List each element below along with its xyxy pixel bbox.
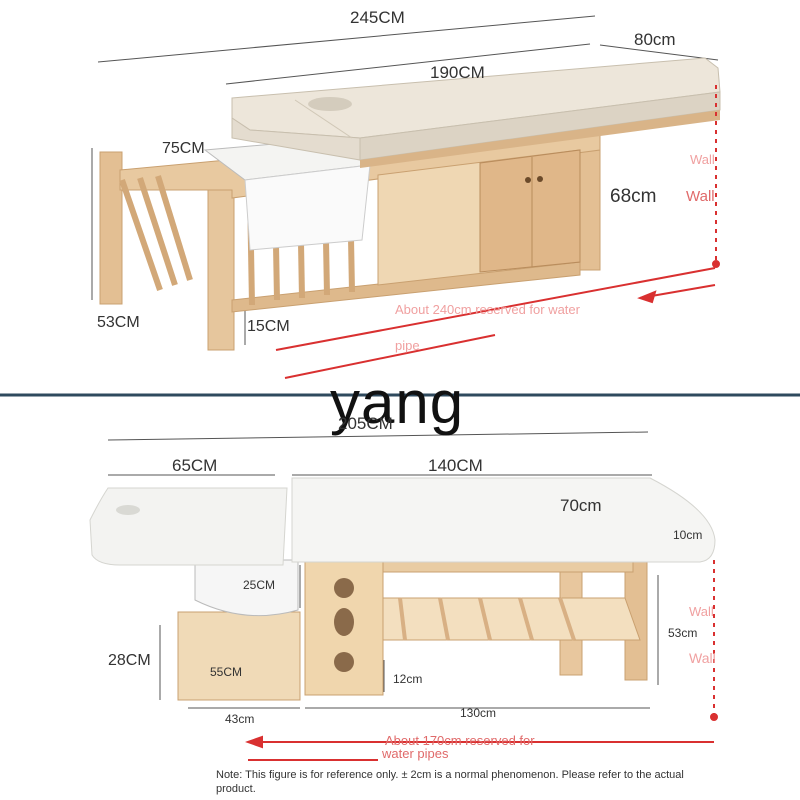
top-clearance: 15CM xyxy=(247,318,290,335)
footer-note: Note: This figure is for reference only.… xyxy=(216,769,684,795)
bottom-bed-frame xyxy=(89,477,716,701)
bottom-frame-length: 130cm xyxy=(460,706,497,720)
bottom-overall-length: 205CM xyxy=(338,414,393,433)
bottom-leg-height: 53cm xyxy=(668,626,698,640)
top-side-height: 53CM xyxy=(97,314,140,331)
bottom-base-height: 28CM xyxy=(108,652,151,669)
bottom-clearance: 12cm xyxy=(393,672,423,686)
bottom-basin-depth: 25CM xyxy=(243,578,276,592)
top-pipe-note-line1: About 240cm reserved for water xyxy=(395,302,580,317)
top-overall-length: 245CM xyxy=(350,8,405,27)
top-height: 68cm xyxy=(610,186,657,207)
bottom-base-length: 43cm xyxy=(225,712,255,726)
bottom-body-section: 140CM xyxy=(428,456,483,475)
top-mattress-length: 190CM xyxy=(430,63,485,82)
top-width: 80cm xyxy=(634,30,676,49)
watermark-text: yang xyxy=(330,369,465,436)
bottom-wall-indicator xyxy=(245,560,718,761)
top-pipe-note-line2: pipe xyxy=(395,338,420,353)
top-wall-indicator xyxy=(275,85,720,379)
bottom-cushion-thickness: 10cm xyxy=(673,528,703,542)
bottom-pipe-note-line2: water pipes xyxy=(382,746,449,761)
bottom-wall-label-2: Wall xyxy=(689,650,716,666)
bottom-head-section: 65CM xyxy=(172,456,218,475)
bottom-base-depth: 55CM xyxy=(210,665,243,679)
top-wall-label-1: Wall xyxy=(690,152,715,167)
top-wall-label-2: Wall xyxy=(686,188,715,205)
top-basin-width: 75CM xyxy=(162,140,205,157)
bottom-width: 70cm xyxy=(560,496,602,515)
bottom-wall-label-1: Wall xyxy=(689,604,714,619)
top-bed-frame xyxy=(99,57,721,351)
bottom-pipe-note-line1: About 170cm reserved for xyxy=(385,733,535,748)
